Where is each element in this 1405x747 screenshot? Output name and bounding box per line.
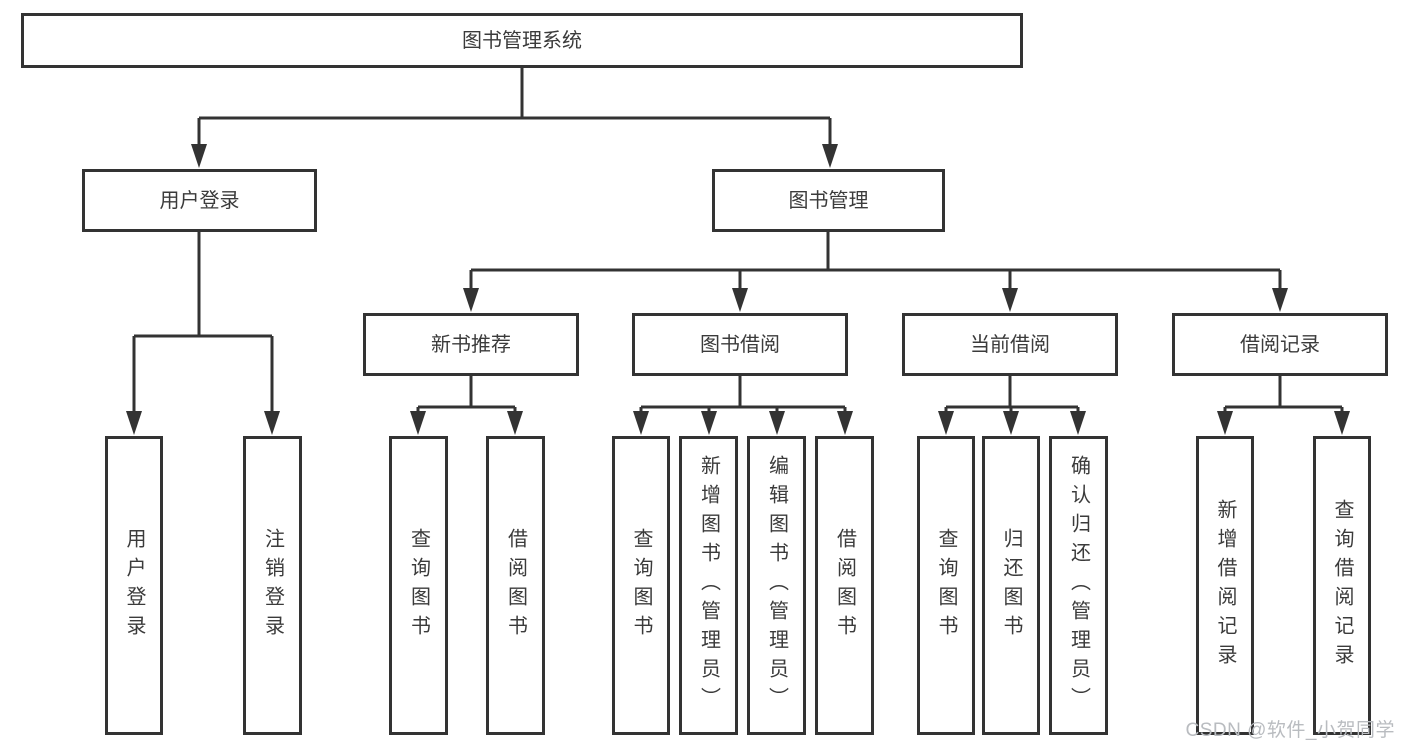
node-library-management-system: 图书管理系统: [21, 13, 1023, 68]
node-label: 注销登录: [261, 527, 284, 644]
node-leaf-query-books-recommend: 查询图书: [389, 436, 448, 735]
node-leaf-query-borrow-record: 查询借阅记录: [1313, 436, 1371, 735]
node-leaf-query-books-current: 查询图书: [917, 436, 975, 735]
node-leaf-logout: 注销登录: [243, 436, 302, 735]
node-label: 编辑图书（管理员）: [765, 455, 788, 716]
node-label: 用户登录: [159, 189, 240, 212]
node-label: 新增图书（管理员）: [697, 455, 720, 716]
node-leaf-edit-book-admin: 编辑图书（管理员）: [747, 436, 806, 735]
node-leaf-borrow-books-recommend: 借阅图书: [486, 436, 545, 735]
node-user-login: 用户登录: [82, 169, 317, 232]
node-book-borrowing: 图书借阅: [632, 313, 848, 376]
node-label: 查询图书: [935, 527, 957, 644]
node-leaf-add-borrow-record: 新增借阅记录: [1196, 436, 1254, 735]
node-current-borrowing: 当前借阅: [902, 313, 1118, 376]
node-leaf-add-book-admin: 新增图书（管理员）: [679, 436, 738, 735]
node-leaf-return-books: 归还图书: [982, 436, 1040, 735]
node-label: 借阅图书: [504, 527, 527, 644]
node-leaf-query-books-borrowing: 查询图书: [612, 436, 670, 735]
node-label: 借阅记录: [1240, 333, 1320, 356]
node-borrowing-records: 借阅记录: [1172, 313, 1388, 376]
node-label: 查询图书: [407, 527, 430, 644]
node-leaf-confirm-return-admin: 确认归还（管理员）: [1049, 436, 1108, 735]
node-label: 确认归还（管理员）: [1067, 455, 1090, 716]
csdn-watermark: CSDN @软件_小贺同学: [1185, 720, 1395, 741]
node-label: 查询借阅记录: [1331, 498, 1353, 673]
node-label: 图书管理系统: [462, 29, 582, 52]
node-label: 新书推荐: [431, 333, 511, 356]
node-label: 图书借阅: [700, 333, 780, 356]
node-leaf-borrow-books: 借阅图书: [815, 436, 874, 735]
node-label: 查询图书: [630, 527, 652, 644]
node-new-book-recommendation: 新书推荐: [363, 313, 579, 376]
node-label: 归还图书: [1000, 527, 1022, 644]
node-label: 当前借阅: [970, 333, 1050, 356]
node-label: 用户登录: [123, 527, 145, 644]
node-book-management: 图书管理: [712, 169, 945, 232]
node-leaf-user-login: 用户登录: [105, 436, 163, 735]
node-label: 借阅图书: [833, 527, 856, 644]
node-label: 图书管理: [788, 189, 869, 212]
node-label: 新增借阅记录: [1214, 498, 1236, 673]
